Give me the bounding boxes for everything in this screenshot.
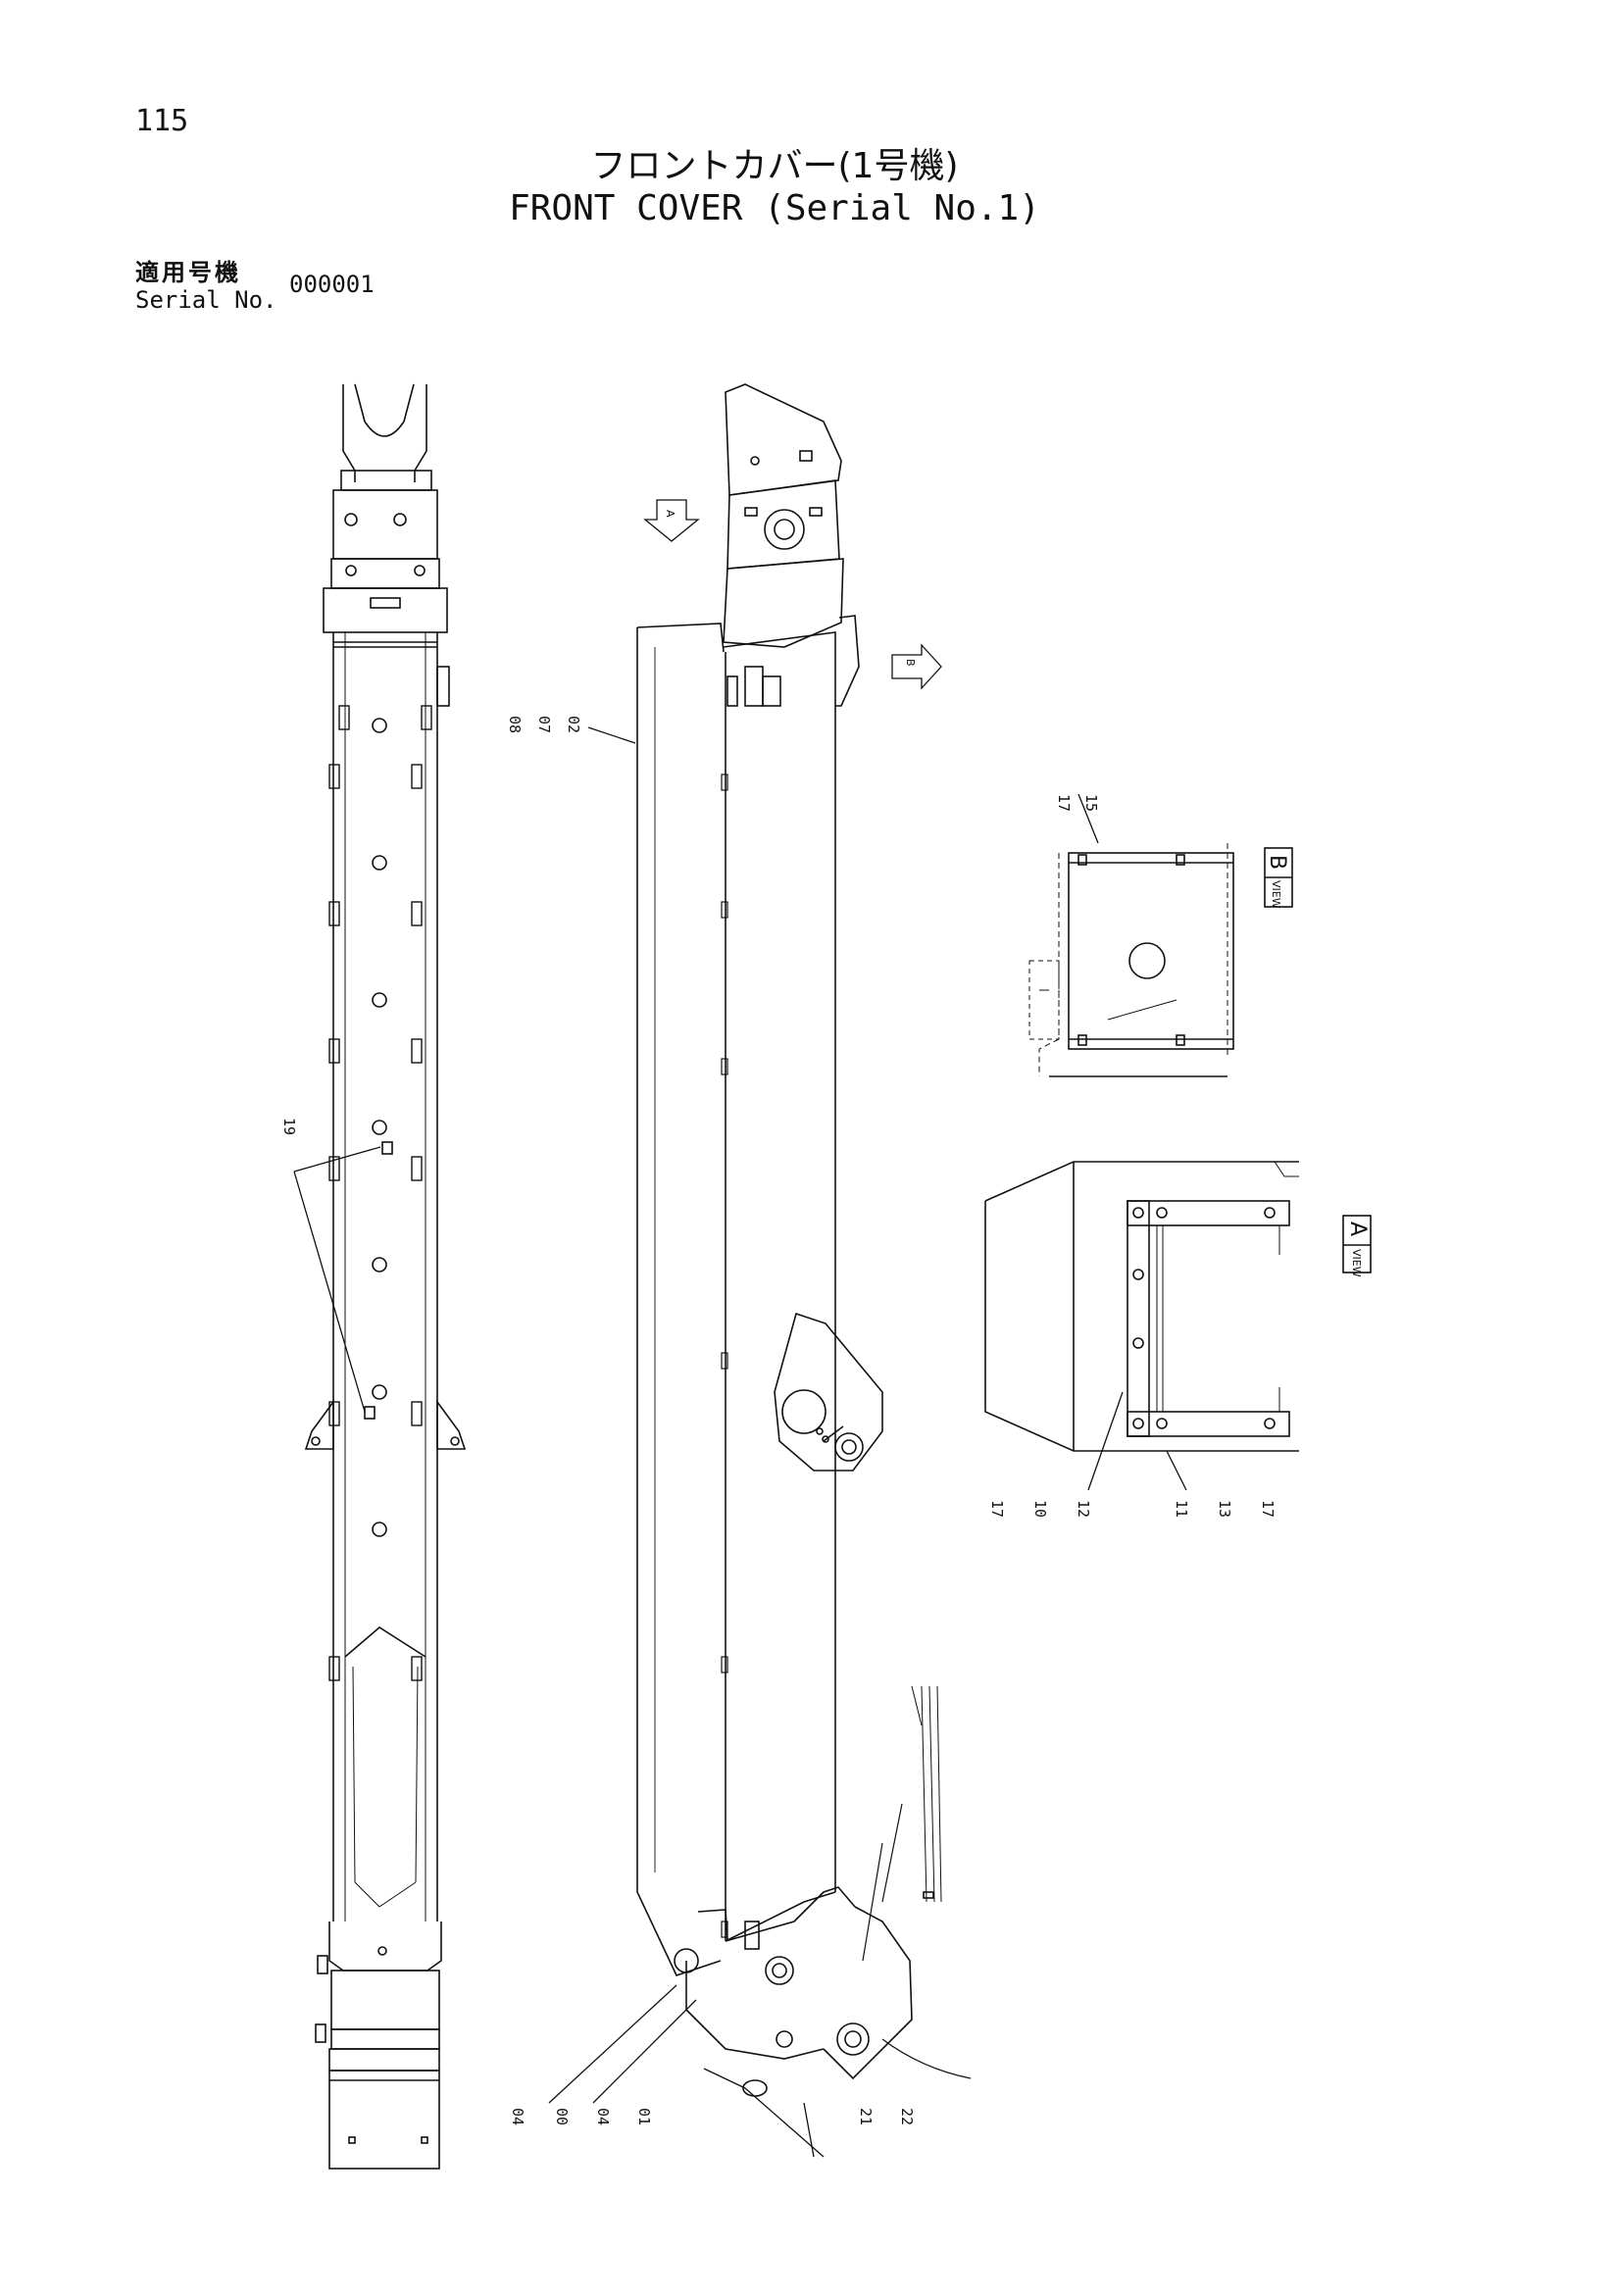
callout-08: 08 [506, 716, 524, 733]
callout-13: 13 [1216, 1500, 1233, 1518]
arrow-a-letter: A [664, 510, 676, 518]
view-b-letter: B [1265, 855, 1289, 870]
callout-07: 07 [535, 716, 553, 733]
arrow-b-letter: B [904, 659, 917, 667]
callout-17-view-a-left: 17 [988, 1500, 1006, 1518]
view-arrow-b [891, 643, 942, 690]
serial-number-value: 000001 [289, 271, 375, 298]
callout-04-right: 04 [594, 2108, 612, 2125]
callout-leaders [548, 726, 1187, 2158]
callout-04-left: 04 [509, 2108, 526, 2125]
page-title-english: FRONT COVER (Serial No.1) [509, 188, 1040, 228]
serial-label-english: Serial No. [135, 286, 277, 314]
callout-10: 10 [1031, 1500, 1049, 1518]
callout-19-leaders [293, 1146, 381, 1413]
view-b-label-box [1264, 847, 1293, 908]
view-a-letter: A [1345, 1222, 1370, 1236]
callout-02: 02 [565, 716, 582, 733]
callout-21: 21 [857, 2108, 875, 2125]
callout-22: 22 [898, 2108, 916, 2125]
view-b-drawing [1028, 843, 1234, 1077]
callout-17-view-b: 17 [1055, 794, 1073, 812]
callout-15: 15 [1082, 794, 1100, 812]
callout-00: 00 [553, 2108, 571, 2125]
page-number: 115 [135, 104, 189, 138]
callout-12: 12 [1075, 1500, 1092, 1518]
page-title-japanese: フロントカバー(1号機) [590, 146, 959, 186]
callout-01: 01 [635, 2108, 653, 2125]
view-a-word: VIEW [1350, 1249, 1363, 1277]
callout-11: 11 [1173, 1500, 1190, 1518]
view-a-drawing [984, 1161, 1299, 1452]
view-a-label-box [1342, 1215, 1372, 1273]
serial-label-japanese: 適用号機 [135, 259, 241, 286]
boom-top-view [304, 383, 467, 2170]
arm-side-view [636, 383, 972, 2158]
callout-17-view-a-right: 17 [1259, 1500, 1277, 1518]
callout-19: 19 [280, 1118, 298, 1135]
view-arrow-a [643, 499, 700, 542]
view-b-word: VIEW [1270, 880, 1282, 909]
